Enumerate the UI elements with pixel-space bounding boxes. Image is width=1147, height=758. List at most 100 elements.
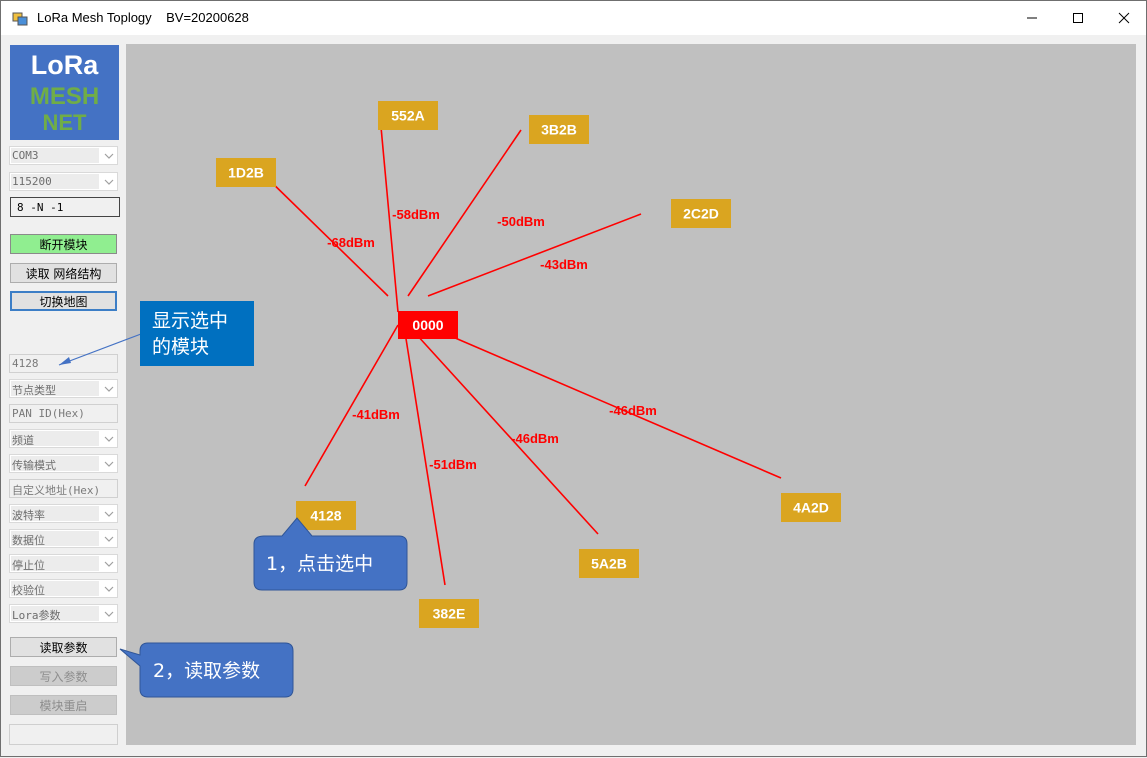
baud-rate-value: 115200 [12,175,52,188]
node-4128-label: 4128 [310,508,341,524]
node-3b2b[interactable]: 3B2B [529,115,589,144]
minimize-icon [1027,17,1037,19]
combo-inner [11,506,99,521]
rssi-label-552a: -58dBm [392,207,440,222]
logo-line-3: NET [42,110,87,135]
reboot-module-button[interactable]: 模块重启 [10,695,117,715]
lora-params-label: Lora参数 [12,609,61,622]
chevron-down-icon [104,586,114,592]
parity-select[interactable]: 校验位 [9,579,118,598]
node-center-0000-label: 0000 [412,317,443,333]
node-4a2d-label: 4A2D [793,500,829,516]
transfer-mode-select[interactable]: 传输模式 [9,454,118,473]
selected-module-value: 4128 [12,357,39,370]
read-network-button[interactable]: 读取 网络结构 [10,263,117,283]
combo-inner [11,381,99,396]
com-port-select[interactable]: COM3 [9,146,118,165]
switch-map-button[interactable]: 切换地图 [10,291,117,311]
node-552a-box [378,101,438,130]
node-type-select[interactable]: 节点类型 [9,379,118,398]
node-2c2d[interactable]: 2C2D [671,199,731,228]
node-4a2d[interactable]: 4A2D [781,493,841,522]
disconnect-module-button[interactable]: 断开模块 [10,234,117,254]
channel-label: 频道 [12,434,34,447]
rssi-label-382e: -51dBm [429,457,477,472]
link-552a [379,115,399,313]
rssi-label-4a2d: -46dBm [609,403,657,418]
rssi-label-5a2b: -46dBm [511,431,559,446]
read-params-button[interactable]: 读取参数 [10,637,117,657]
node-4128[interactable]: 4128 [296,501,356,530]
topology-canvas: -58dBm-50dBm-68dBm-43dBm-41dBm-51dBm-46d… [216,101,841,628]
maximize-button[interactable] [1055,1,1101,35]
logo-line-1: LoRa [30,50,99,80]
combo-inner [11,431,99,446]
serial-format-field[interactable]: 8 -N -1 [10,197,120,217]
minimize-button[interactable] [1009,1,1055,35]
data-bits-label: 数据位 [12,534,45,547]
baud-rate-select[interactable]: 115200 [9,172,118,191]
baud-select[interactable]: 波特率 [9,504,118,523]
node-5a2b[interactable]: 5A2B [579,549,639,578]
pan-id-field[interactable]: PAN ID(Hex) [9,404,118,423]
node-382e[interactable]: 382E [419,599,479,628]
chevron-down-icon [104,611,114,617]
selected-module-field[interactable]: 4128 [9,354,118,373]
link-2c2d [427,213,642,297]
chevron-down-icon [104,536,114,542]
node-3b2b-label: 3B2B [541,122,577,138]
write-params-button[interactable]: 写入参数 [10,666,117,686]
link-label-layer: -58dBm-50dBm-68dBm-43dBm-41dBm-51dBm-46d… [327,207,657,472]
node-4a2d-box [781,493,841,522]
combo-inner [11,174,99,189]
node-3b2b-box [529,115,589,144]
title-bar[interactable]: LoRa Mesh Toplogy BV=20200628 [1,1,1146,35]
rssi-label-2c2d: -43dBm [540,257,588,272]
node-1d2b-label: 1D2B [228,165,264,181]
node-center-0000[interactable]: 0000 [398,311,458,339]
baud-label: 波特率 [12,509,45,522]
window-title: LoRa Mesh Toplogy BV=20200628 [37,10,249,25]
combo-inner [11,606,99,621]
pan-id-label: PAN ID(Hex) [12,407,85,420]
link-layer [261,115,782,586]
rssi-label-1d2b: -68dBm [327,235,375,250]
link-5a2b [405,322,599,535]
link-1d2b [261,172,389,297]
link-3b2b [407,129,522,297]
node-layer: 552A 3B2B 1D2B 2C2D 4128 382E 5A2B 4A2D 0000 [216,101,841,628]
chevron-down-icon [104,561,114,567]
node-552a-label: 552A [391,108,424,124]
chevron-down-icon [104,511,114,517]
chevron-down-icon [104,436,114,442]
combo-inner [11,148,99,163]
custom-address-field[interactable]: 自定义地址(Hex) [9,479,118,498]
stop-bits-select[interactable]: 停止位 [9,554,118,573]
node-center-0000-box [398,311,458,339]
node-382e-box [419,599,479,628]
channel-select[interactable]: 频道 [9,429,118,448]
node-552a[interactable]: 552A [378,101,438,130]
rssi-label-3b2b: -50dBm [497,214,545,229]
link-4128 [304,324,399,487]
parity-label: 校验位 [12,584,45,597]
link-4a2d [417,321,782,479]
node-1d2b[interactable]: 1D2B [216,158,276,187]
chevron-down-icon [104,386,114,392]
topology-map[interactable]: -58dBm-50dBm-68dBm-43dBm-41dBm-51dBm-46d… [126,44,1136,745]
chevron-down-icon [104,461,114,467]
lora-params-select[interactable]: Lora参数 [9,604,118,623]
data-bits-select[interactable]: 数据位 [9,529,118,548]
chevron-down-icon [104,179,114,185]
stop-bits-label: 停止位 [12,559,45,572]
app-icon [12,12,28,26]
node-2c2d-box [671,199,731,228]
close-button[interactable] [1101,1,1147,35]
status-field [9,724,118,745]
node-2c2d-label: 2C2D [683,206,719,222]
link-382e [403,325,446,586]
serial-format-value: 8 -N -1 [17,201,64,214]
node-382e-label: 382E [433,606,466,622]
logo-line-2: MESH [29,83,100,110]
